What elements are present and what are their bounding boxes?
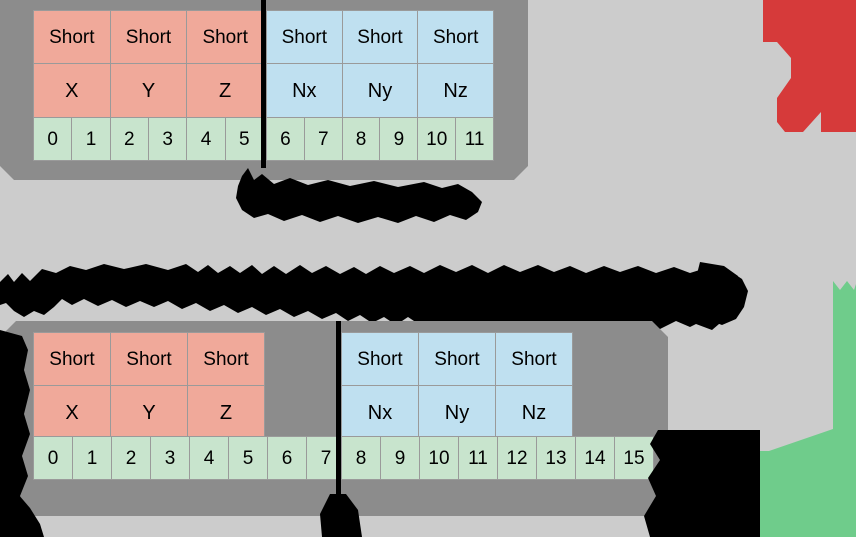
bottom-left-offsets-table: 0 1 2 3 4 5 6 7 [33, 436, 346, 480]
byte-offset-cell: 6 [267, 436, 307, 480]
byte-offset-cell: 11 [455, 117, 494, 161]
byte-offset-cell: 3 [147, 117, 188, 161]
byte-offset-cell: 2 [111, 436, 151, 480]
table-row-name: X Y Z [33, 63, 264, 118]
table-row-type: Short Short Short [266, 10, 494, 64]
byte-offset-cell: 5 [224, 117, 265, 161]
byte-offset-cell: 12 [497, 436, 537, 480]
field-name-cell: Nx [266, 63, 343, 118]
table-row-name: Nx Ny Nz [341, 385, 573, 440]
table-row-type: Short Short Short [341, 332, 573, 386]
table-row-name: X Y Z [33, 385, 265, 440]
field-type-cell: Short [495, 332, 573, 386]
field-type-cell: Short [418, 332, 496, 386]
byte-offset-cell: 10 [417, 117, 457, 161]
byte-offset-cell: 8 [341, 436, 381, 480]
byte-offset-cell: 1 [72, 436, 112, 480]
top-right-group-table: Short Short Short Nx Ny Nz 6 7 8 9 10 11 [266, 10, 494, 161]
bottom-right-group-table: Short Short Short Nx Ny Nz [341, 332, 573, 440]
occlusion-blob-bottom-right [644, 430, 760, 537]
field-name-cell: Y [109, 63, 188, 118]
byte-offset-cell: 15 [614, 436, 654, 480]
byte-offset-cell: 8 [341, 117, 381, 161]
byte-offset-cell: 1 [71, 117, 111, 161]
table-row-offset: 0 1 2 3 4 5 [32, 117, 265, 161]
field-name-cell: Ny [341, 63, 419, 118]
byte-offset-cell: 11 [458, 436, 498, 480]
field-name-cell: X [33, 63, 111, 118]
field-name-cell: Nz [495, 385, 573, 440]
field-name-cell: Z [186, 63, 264, 118]
bottom-left-group-table: Short Short Short X Y Z [33, 332, 265, 440]
byte-offset-cell: 13 [536, 436, 576, 480]
field-name-cell: Nz [417, 63, 494, 118]
field-type-cell: Short [266, 10, 343, 64]
field-name-cell: Ny [418, 385, 496, 440]
field-type-cell: Short [110, 332, 188, 386]
field-name-cell: X [33, 385, 111, 440]
table-row-offset: 0 1 2 3 4 5 6 7 [33, 436, 346, 480]
byte-offset-cell: 7 [303, 117, 343, 161]
table-row-name: Nx Ny Nz [266, 63, 494, 118]
field-type-cell: Short [341, 10, 419, 64]
field-type-cell: Short [417, 10, 494, 64]
field-name-cell: Nx [341, 385, 419, 440]
top-left-group-table: Short Short Short X Y Z 0 1 2 3 4 5 [32, 10, 265, 161]
byte-offset-cell: 3 [150, 436, 190, 480]
field-type-cell: Short [109, 10, 188, 64]
byte-offset-cell: 9 [379, 117, 419, 161]
red-marker-shape [763, 0, 856, 132]
field-name-cell: Z [187, 385, 265, 440]
byte-offset-cell: 0 [33, 436, 73, 480]
byte-offset-cell: 9 [380, 436, 420, 480]
field-name-cell: Y [110, 385, 188, 440]
bottom-right-offsets-table: 8 9 10 11 12 13 14 15 [341, 436, 654, 480]
green-marker-shape [749, 281, 856, 537]
table-row-type: Short Short Short [33, 10, 264, 64]
byte-offset-cell: 0 [32, 117, 73, 161]
field-type-cell: Short [341, 332, 419, 386]
bottom-group-divider [336, 321, 341, 521]
byte-offset-cell: 2 [109, 117, 149, 161]
table-row-offset: 8 9 10 11 12 13 14 15 [341, 436, 654, 480]
byte-offset-cell: 10 [419, 436, 459, 480]
top-group-divider [261, 0, 266, 168]
byte-offset-cell: 6 [266, 117, 305, 161]
byte-offset-cell: 5 [228, 436, 268, 480]
field-type-cell: Short [186, 10, 264, 64]
field-type-cell: Short [33, 10, 111, 64]
byte-offset-cell: 4 [189, 436, 229, 480]
table-row-type: Short Short Short [33, 332, 265, 386]
byte-offset-cell: 4 [186, 117, 226, 161]
table-row-offset: 6 7 8 9 10 11 [266, 117, 494, 161]
field-type-cell: Short [187, 332, 265, 386]
byte-offset-cell: 14 [575, 436, 615, 480]
field-type-cell: Short [33, 332, 111, 386]
